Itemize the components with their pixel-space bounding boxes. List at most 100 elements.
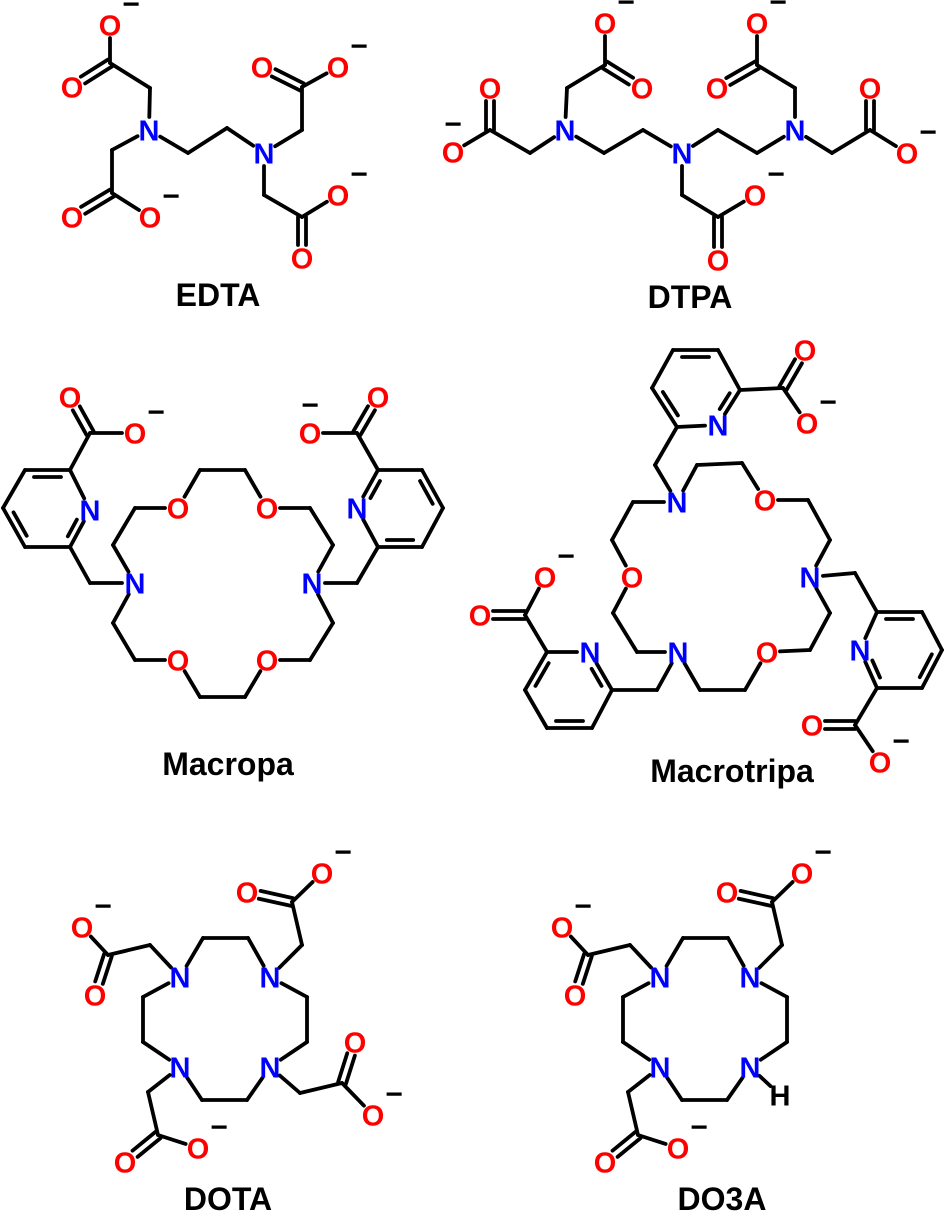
do3a-label: DO3A <box>678 1181 767 1217</box>
aromatic-bond <box>523 650 549 692</box>
single-bond <box>158 134 190 155</box>
single-bond <box>610 500 635 542</box>
single-bond <box>308 506 335 547</box>
edta-label: EDTA <box>176 277 261 313</box>
single-bond <box>691 128 720 148</box>
single-bond <box>108 61 152 90</box>
single-bond <box>610 538 628 568</box>
double-bond <box>738 889 775 900</box>
single-bond <box>243 468 263 499</box>
macrotripa-label: Macrotripa <box>650 753 814 789</box>
nitrogen-atom: N <box>785 116 806 148</box>
oxygen-atom: O <box>667 1134 690 1166</box>
oxygen-atom: O <box>236 878 259 910</box>
nitrogen-atom: N <box>667 488 688 520</box>
single-bond <box>755 63 797 90</box>
single-bond <box>586 943 632 957</box>
nitrogen-atom: N <box>125 569 146 601</box>
single-bond <box>225 126 256 148</box>
single-bond <box>298 1081 344 1095</box>
single-bond <box>626 1090 640 1137</box>
dota-label: DOTA <box>184 1181 272 1217</box>
single-bond <box>725 1075 745 1102</box>
double-bond <box>358 408 377 437</box>
nitrogen-atom: N <box>260 963 281 995</box>
single-bond <box>361 517 380 549</box>
oxygen-atom: O <box>167 494 190 526</box>
single-bond <box>462 128 492 148</box>
negative-charge: − <box>919 116 937 149</box>
single-bond <box>278 1040 309 1062</box>
oxygen-atom: O <box>299 419 322 451</box>
single-bond <box>695 461 744 467</box>
single-bond <box>781 386 802 415</box>
single-bond <box>681 463 699 493</box>
single-bond <box>182 468 202 499</box>
oxygen-atom: O <box>61 73 84 105</box>
single-bond <box>716 199 746 219</box>
oxygen-atom: O <box>756 638 779 670</box>
single-bond <box>743 661 763 692</box>
oxygen-atom: O <box>859 74 882 106</box>
nitrogen-atom: N <box>740 963 761 995</box>
single-bond <box>680 193 720 219</box>
oxygen-atom: O <box>594 1148 617 1180</box>
negative-charge: − <box>690 1111 708 1144</box>
double-bond <box>70 408 89 437</box>
nitrogen-atom: N <box>672 139 693 171</box>
single-bond <box>740 461 761 491</box>
aromatic-inner-bond <box>717 391 732 411</box>
aromatic-inner-bond <box>533 661 551 688</box>
double-bond <box>256 896 294 908</box>
single-bond <box>141 1040 172 1062</box>
single-bond <box>653 463 673 493</box>
oxygen-atom: O <box>167 646 190 678</box>
double-bond <box>351 404 370 433</box>
negative-charge: − <box>892 725 910 758</box>
nitrogen-atom: N <box>139 116 160 148</box>
oxygen-atom: O <box>256 494 279 526</box>
single-bond <box>563 86 569 119</box>
oxygen-atom: O <box>534 563 557 595</box>
single-bond <box>853 686 879 727</box>
oxygen-atom: O <box>139 203 162 235</box>
single-bond <box>568 934 590 957</box>
double-bond <box>77 404 96 433</box>
single-bond <box>682 661 702 692</box>
oxygen-atom: O <box>327 53 350 85</box>
double-bond <box>83 194 116 216</box>
double-bond <box>83 64 115 86</box>
single-bond <box>814 586 832 615</box>
oxygen-atom: O <box>621 563 644 595</box>
negative-charge: − <box>444 108 462 141</box>
single-bond <box>758 1040 789 1062</box>
single-bond <box>243 669 263 699</box>
single-bond <box>574 134 606 155</box>
negative-charge: − <box>334 836 352 869</box>
single-bond <box>675 423 707 429</box>
single-bond <box>68 468 87 501</box>
double-bond <box>736 896 774 908</box>
single-bond <box>759 981 789 999</box>
negative-charge: − <box>557 540 575 573</box>
single-bond <box>590 688 614 730</box>
nitrogen-atom: N <box>850 636 871 668</box>
negative-charge: − <box>94 890 112 923</box>
aromatic-bond <box>723 388 742 416</box>
negative-charge: − <box>769 0 787 19</box>
single-bond <box>821 571 857 578</box>
oxygen-atom: O <box>896 139 919 171</box>
single-bond <box>611 586 628 615</box>
single-bond <box>279 981 309 999</box>
nitrogen-atom: N <box>170 1053 191 1085</box>
oxygen-atom: O <box>796 409 819 441</box>
single-bond <box>277 1073 302 1095</box>
single-bond <box>770 900 784 947</box>
oxygen-atom: O <box>869 748 892 780</box>
double-bond <box>93 951 107 984</box>
double-bond <box>580 954 594 986</box>
single-bond <box>636 1133 668 1146</box>
